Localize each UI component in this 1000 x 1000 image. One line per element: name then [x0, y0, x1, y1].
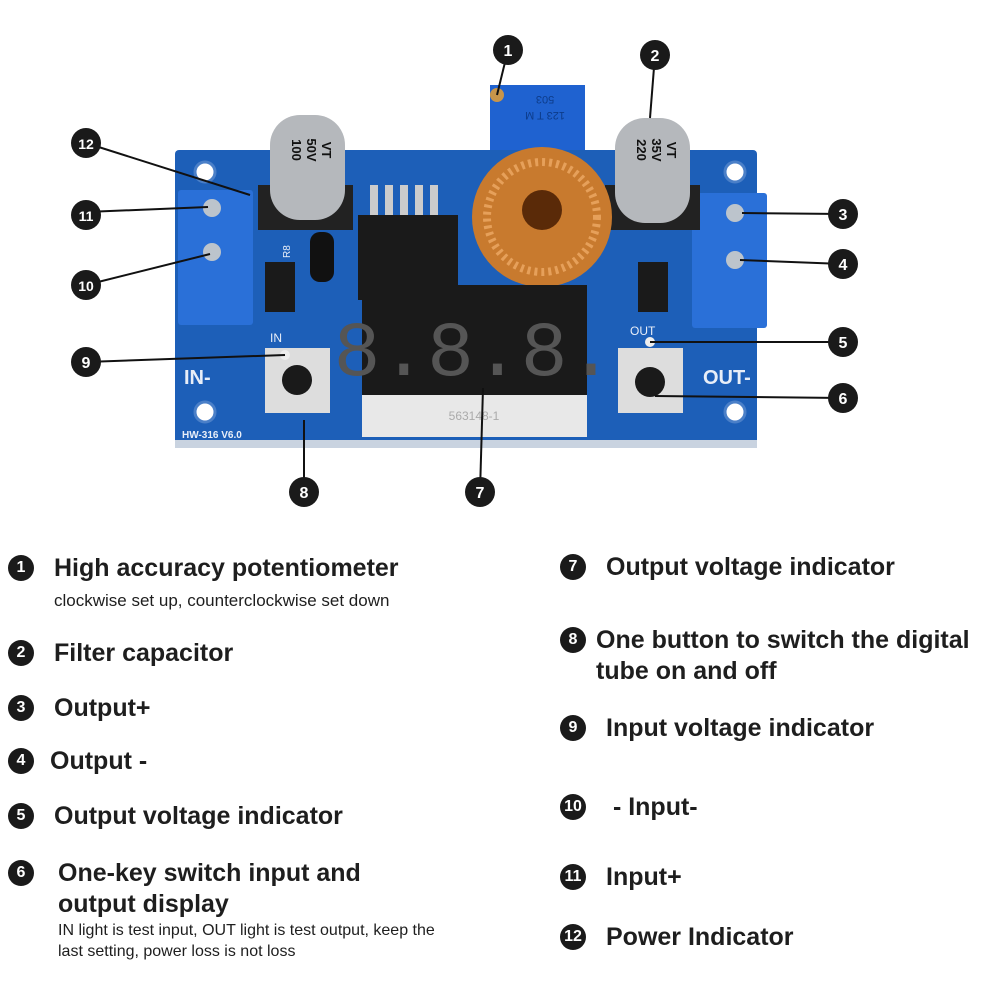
legend-title: One button to switch the digital tube on…	[596, 626, 970, 685]
cap2-voltage: 35V	[649, 138, 664, 161]
in-minus-label: IN-	[184, 367, 211, 389]
legend-title: Power Indicator	[606, 923, 794, 951]
legend-number: 7	[560, 554, 586, 580]
legend-number: 2	[8, 640, 34, 666]
svg-text:7: 7	[476, 485, 485, 502]
in-led-label: IN	[270, 331, 282, 345]
screw-icon	[203, 199, 221, 217]
svg-text:2: 2	[651, 48, 660, 65]
cap1-brand: VT	[319, 142, 334, 159]
svg-text:11: 11	[79, 208, 94, 224]
svg-text:6: 6	[839, 391, 848, 408]
leader-lines	[85, 49, 844, 493]
screw-icon	[726, 251, 744, 269]
legend-item-8: 8 One button to switch the digital tube o…	[560, 625, 1000, 687]
out-minus-label: OUT-	[703, 367, 751, 389]
legend-subtitle: clockwise set up, counterclockwise set d…	[54, 591, 390, 610]
legend-title: Filter capacitor	[54, 639, 234, 667]
diode	[638, 262, 668, 312]
legend-item-5: 5 Output voltage indicator	[8, 801, 343, 832]
legend-title: Output -	[50, 747, 148, 775]
board-edge	[175, 440, 757, 448]
legend-number: 10	[560, 794, 586, 820]
legend-title: High accuracy potentiometer	[54, 554, 399, 582]
potentiometer	[490, 85, 585, 150]
legend-item-1: 1 High accuracy potentiometer clockwise se…	[8, 553, 399, 611]
cap1-value: 100	[289, 139, 304, 161]
marker-2: 2	[640, 40, 670, 70]
svg-text:12: 12	[78, 136, 94, 152]
legend-number: 3	[8, 695, 34, 721]
cap1-voltage: 50V	[304, 138, 319, 161]
legend-title: - Input-	[606, 793, 698, 821]
marker-4: 4	[828, 249, 858, 279]
cap2-value: 220	[634, 139, 649, 161]
marker-7: 7	[465, 477, 495, 507]
svg-text:10: 10	[78, 278, 94, 294]
legend-title: One-key switch input and output display	[58, 859, 361, 918]
legend-item-2: 2 Filter capacitor	[8, 638, 233, 669]
marker-5: 5	[828, 327, 858, 357]
input-capacitor	[270, 115, 345, 220]
legend-number: 11	[560, 864, 586, 890]
transistor	[310, 232, 334, 282]
pot-marking: 123 T M	[525, 109, 565, 121]
legend-item-10: 10 - Input-	[560, 792, 698, 823]
display-digits: 8.8.8.	[334, 311, 615, 399]
legend-number: 1	[8, 555, 34, 581]
display-part-number: 563148-1	[449, 409, 500, 423]
legend-title: Input voltage indicator	[606, 714, 875, 742]
marker-10: 10	[71, 270, 101, 300]
legend-number: 9	[560, 715, 586, 741]
legend-item-7: 7 Output voltage indicator	[560, 552, 895, 583]
legend-item-6: 6 One-key switch input and output display…	[8, 858, 448, 962]
legend-subtitle: IN light is test input, OUT light is tes…	[58, 922, 435, 960]
svg-text:5: 5	[839, 335, 848, 352]
svg-text:8: 8	[300, 485, 309, 502]
mounting-holes	[193, 160, 747, 424]
legend-number: 12	[560, 924, 586, 950]
board-diagram: 100 50V VT 220 35V VT 503 123 T M 8.8.8.…	[71, 35, 858, 507]
out-led-label: OUT	[630, 324, 656, 338]
legend-item-11: 11 Input+	[560, 862, 682, 893]
marker-1: 1	[493, 35, 523, 65]
legend-title: Output voltage indicator	[54, 802, 343, 830]
legend-title: Input+	[606, 863, 682, 891]
marker-3: 3	[828, 199, 858, 229]
screw-icon	[726, 204, 744, 222]
marker-6: 6	[828, 383, 858, 413]
legend-number: 4	[8, 748, 34, 774]
marker-11: 11	[71, 200, 101, 230]
legend-number: 6	[8, 860, 34, 886]
legend-item-9: 9 Input voltage indicator	[560, 713, 874, 744]
legend-title: Output voltage indicator	[606, 553, 895, 581]
cap2-brand: VT	[664, 142, 679, 159]
marker-12: 12	[71, 128, 101, 158]
svg-text:9: 9	[82, 355, 91, 372]
pot-code: 503	[536, 93, 554, 105]
resistor-label: R8	[282, 245, 293, 258]
board-model: HW-316 V6.0	[182, 430, 242, 441]
legend-item-3: 3 Output+	[8, 693, 151, 724]
marker-8: 8	[289, 477, 319, 507]
filter-capacitor	[615, 118, 690, 223]
svg-text:1: 1	[504, 43, 513, 60]
legend-number: 5	[8, 803, 34, 829]
legend-item-12: 12 Power Indicator	[560, 922, 794, 953]
svg-text:3: 3	[839, 207, 848, 224]
ic-pins	[370, 185, 438, 215]
legend-number: 8	[560, 627, 586, 653]
legend-title: Output+	[54, 694, 151, 722]
screw-icon	[203, 243, 221, 261]
svg-text:4: 4	[839, 257, 848, 274]
legend-item-4: 4 Output -	[8, 746, 147, 777]
diode	[265, 262, 295, 312]
marker-9: 9	[71, 347, 101, 377]
